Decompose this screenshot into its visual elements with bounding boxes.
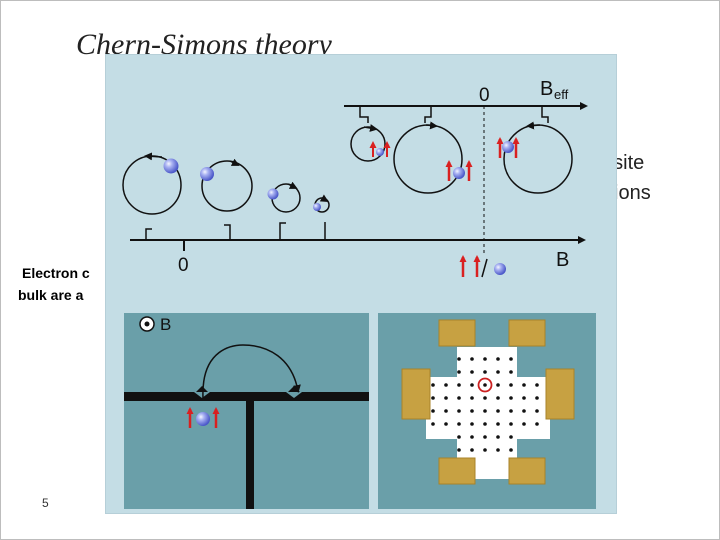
inset-highlight-ring	[477, 377, 493, 393]
beff-axis-zero-label: 0	[479, 85, 490, 106]
inset-contacts	[401, 319, 575, 485]
composite-fermion-3	[496, 137, 520, 158]
composite-fermion-zero-field	[459, 255, 506, 278]
beff-axis-label-subscript: eff	[554, 87, 569, 102]
composite-text-line2: ions	[614, 182, 651, 204]
electron-text-line2: bulk are a	[18, 287, 84, 303]
inset-field-label: B	[160, 315, 171, 334]
inset-antidot-lattice	[378, 313, 596, 509]
beff-axis-orbit-arrows	[363, 121, 541, 132]
inset-trajectory	[202, 344, 301, 399]
b-axis-label: B	[556, 249, 569, 271]
b-axis-hooks	[145, 222, 326, 240]
b-axis-orbits	[122, 155, 330, 215]
page-number: 5	[42, 496, 49, 510]
figure-svg: 0 B eff 0 B	[122, 78, 596, 509]
beff-axis-label: B	[540, 78, 553, 100]
beff-axis-orbits	[350, 124, 573, 194]
inset-focusing-device: B	[124, 313, 369, 509]
beff-axis-hooks	[359, 106, 549, 123]
composite-fermion-figure: 0 B eff 0 B	[106, 55, 616, 513]
b-axis-zero-label: 0	[178, 255, 189, 276]
b-axis-orbit-arrows	[144, 152, 329, 203]
composite-fermion-2	[445, 160, 473, 181]
inset-antidots	[431, 357, 539, 452]
inset-gates	[124, 392, 369, 509]
electron-text-line1: Electron c	[22, 265, 90, 281]
composite-fermion-1	[369, 141, 391, 157]
b-axis-electrons	[163, 158, 321, 211]
